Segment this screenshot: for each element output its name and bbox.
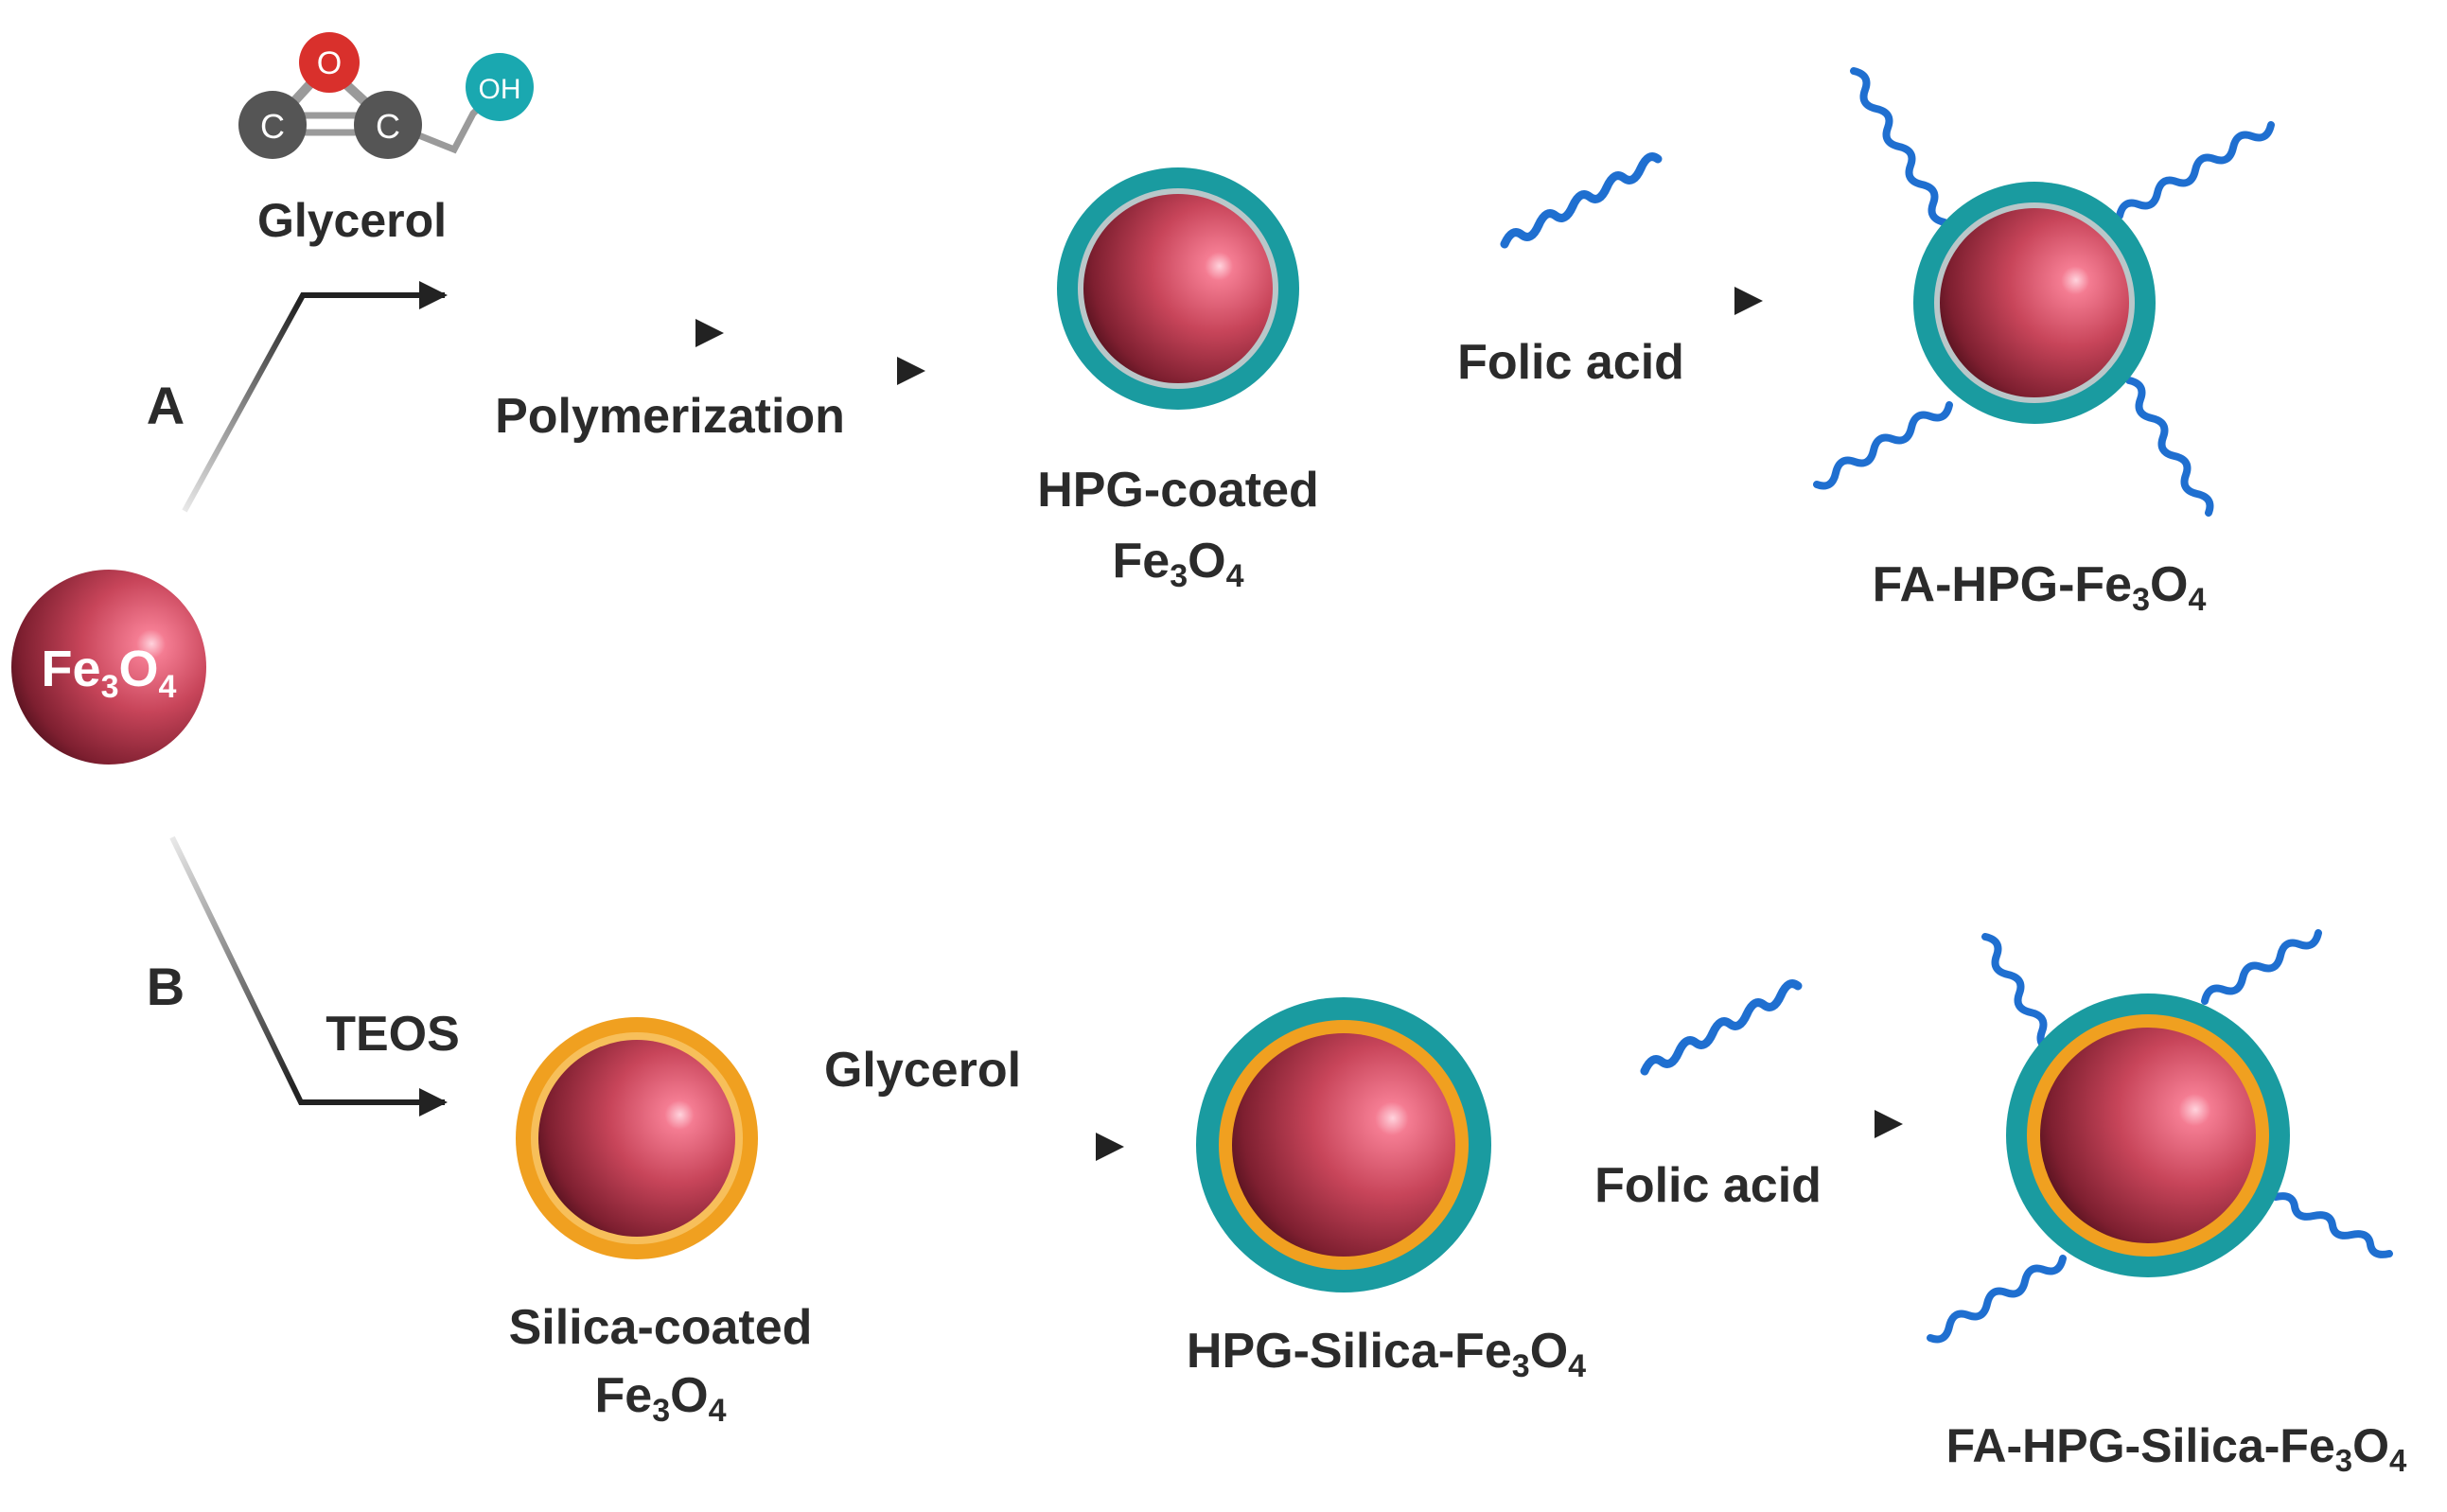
carbon-atom-icon: [238, 91, 307, 159]
route-b-glycerol-label: Glycerol: [824, 1043, 1021, 1098]
folate-chain-icon: [1981, 933, 2057, 1054]
route-b-folic-acid-label: Folic acid: [1594, 1158, 1822, 1213]
atom-label-o: O: [317, 45, 342, 81]
hydroxyl-group-icon: [466, 53, 534, 121]
glycerol-molecule-icon: O C C OH: [238, 32, 534, 159]
folate-chain-icon: [2201, 929, 2322, 1005]
route-a-folic-acid-label: Folic acid: [1457, 335, 1684, 390]
route-b-letter: B: [147, 957, 185, 1016]
fa-hpg-particle: [1813, 67, 2275, 517]
route-b-arrows: [169, 835, 1903, 1161]
fa-hpg-silica-label: FA-HPG-Silica-Fe3O4: [1946, 1419, 2407, 1478]
glycerol-label: Glycerol: [257, 194, 447, 247]
folic-acid-chain-icon: [1500, 152, 1663, 249]
hpg-coated-formula: Fe3O4: [1113, 534, 1244, 594]
polymerization-label: Polymerization: [495, 389, 845, 444]
folate-chain-icon: [1850, 67, 1948, 226]
hpg-silica-label: HPG-Silica-Fe3O4: [1187, 1324, 1586, 1384]
oxygen-atom-icon: [299, 32, 360, 93]
folic-acid-chain-icon: [1640, 979, 1803, 1076]
hpg-coated-particle: [1057, 167, 1299, 410]
carbon-atom-icon: [354, 91, 422, 159]
core-formula-label: Fe3O4: [42, 641, 177, 705]
folate-chain-icon: [1927, 1255, 2067, 1344]
folate-chain-icon: [2125, 377, 2214, 517]
silica-coated-formula: Fe3O4: [595, 1368, 727, 1429]
fe3o4-core-particle: Fe3O4: [11, 570, 206, 765]
fa-hpg-silica-particle: [1927, 929, 2393, 1344]
hpg-silica-particle: [1196, 997, 1491, 1292]
route-a-letter: A: [147, 376, 185, 435]
folate-chain-icon: [1813, 401, 1953, 490]
teos-label: TEOS: [326, 1007, 460, 1062]
hpg-coated-label: HPG-coated: [1037, 463, 1319, 518]
folate-chain-icon: [2116, 121, 2275, 220]
atom-label-oh: OH: [479, 74, 521, 105]
silica-coated-particle: [516, 1017, 758, 1259]
fa-hpg-label: FA-HPG-Fe3O4: [1873, 557, 2207, 618]
folate-chain-icon: [2272, 1192, 2393, 1258]
atom-label-c1: C: [260, 107, 285, 146]
route-a-arrows: [182, 281, 1763, 513]
atom-label-c2: C: [376, 107, 400, 146]
silica-coated-label: Silica-coated: [509, 1300, 813, 1355]
